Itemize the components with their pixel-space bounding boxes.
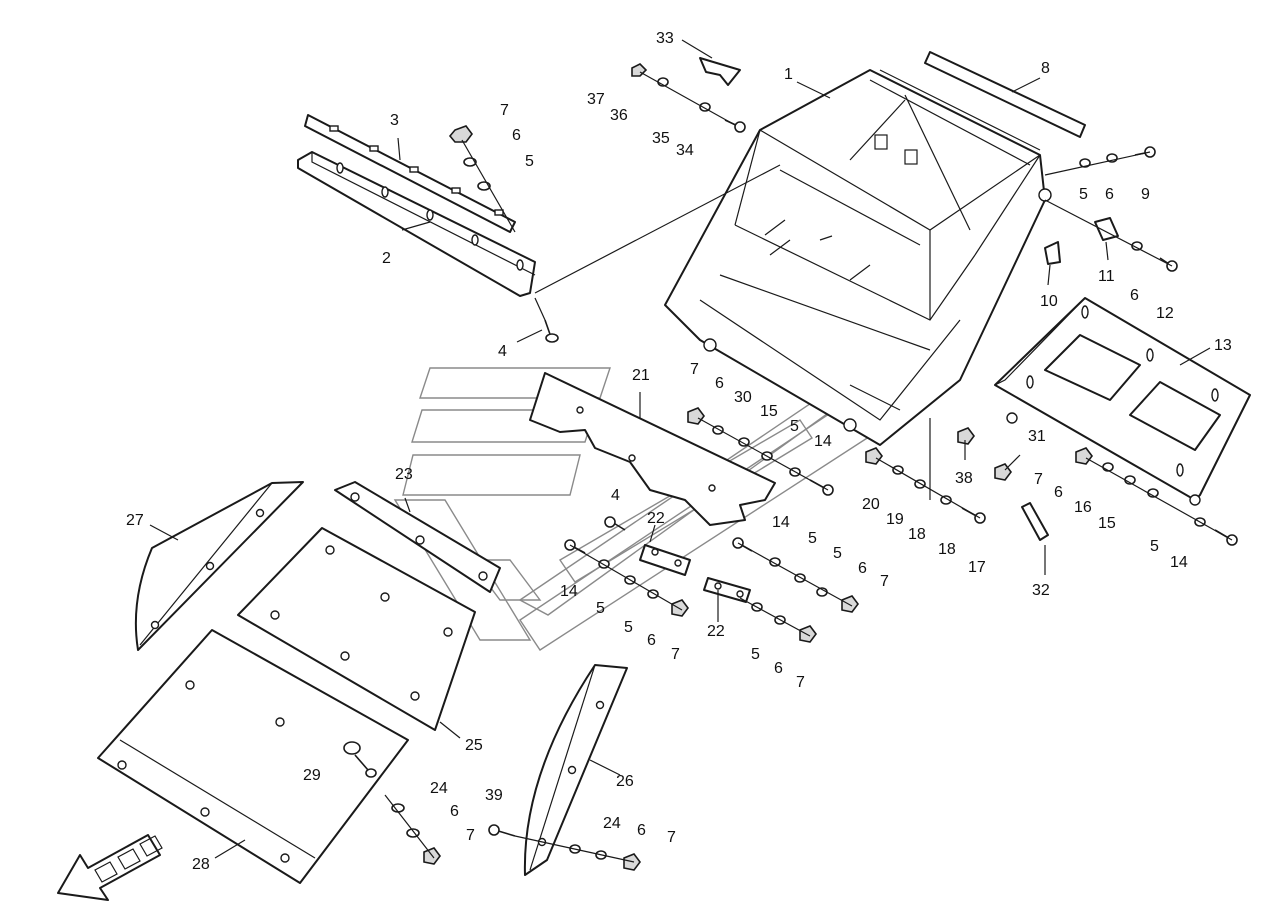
part-21-plate	[529, 372, 776, 526]
part-22-bracket-lower	[703, 577, 751, 603]
callout-label: 22	[707, 623, 725, 640]
callout-label: 9	[1141, 186, 1150, 203]
callout-label: 6	[647, 632, 656, 649]
part-2-angle-bar	[297, 151, 536, 297]
part-25-plate	[237, 527, 476, 731]
callout-label: 22	[647, 510, 665, 527]
part-26-side-wing	[523, 664, 628, 876]
callout-label: 13	[1214, 337, 1232, 354]
callout-label: 12	[1156, 305, 1174, 322]
callout-label: 14	[814, 433, 832, 450]
callout-label: 7	[1034, 471, 1043, 488]
callout-label: 18	[938, 541, 956, 558]
callout-label: 14	[772, 514, 790, 531]
callout-label: 31	[1028, 428, 1046, 445]
callout-label: 7	[690, 361, 699, 378]
part-10-clip	[1044, 241, 1061, 265]
part-28-plate	[97, 629, 409, 884]
callout-label: 7	[796, 674, 805, 691]
callout-label: 7	[671, 646, 680, 663]
callout-label: 7	[466, 827, 475, 844]
part-33-bracket	[699, 57, 741, 86]
callout-label: 33	[656, 30, 674, 47]
callout-label: 37	[587, 91, 605, 108]
callout-label: 38	[955, 470, 973, 487]
callout-label: 16	[1074, 499, 1092, 516]
callout-label: 15	[1098, 515, 1116, 532]
callout-label: 5	[596, 600, 605, 617]
callout-label: 6	[1054, 484, 1063, 501]
callout-label: 5	[624, 619, 633, 636]
callout-label: 20	[862, 496, 880, 513]
callout-label: 6	[450, 803, 459, 820]
callout-label: 11	[1098, 268, 1115, 285]
part-22-bracket-upper	[639, 544, 691, 576]
callout-label: 32	[1032, 582, 1050, 599]
part-8-rod	[924, 51, 1086, 138]
callout-label: 36	[610, 107, 628, 124]
callout-label: 8	[1041, 60, 1050, 77]
part-1-chute-frame	[664, 69, 1052, 446]
callout-label: 30	[734, 389, 752, 406]
callout-label: 1	[784, 66, 793, 83]
direction-arrow	[57, 834, 163, 901]
callout-label: 17	[968, 559, 986, 576]
callout-label: 6	[715, 375, 724, 392]
callout-label: 25	[465, 737, 483, 754]
part-27-side-wing	[134, 481, 304, 651]
callout-label: 7	[667, 829, 676, 846]
callout-label: 5	[790, 418, 799, 435]
callout-label: 24	[603, 815, 621, 832]
callout-leaders	[149, 39, 1211, 859]
callout-label: 4	[611, 487, 620, 504]
callout-label: 34	[676, 142, 694, 159]
callout-label: 14	[560, 583, 578, 600]
callout-label: 26	[616, 773, 634, 790]
callout-label: 2	[382, 250, 391, 267]
callout-label: 27	[126, 512, 144, 529]
callout-label: 14	[1170, 554, 1188, 571]
part-3-strip	[304, 114, 516, 233]
callout-label: 5	[808, 530, 817, 547]
callout-label: 6	[512, 127, 521, 144]
callout-label: 15	[760, 403, 778, 420]
callout-label: 35	[652, 130, 670, 147]
callout-labels: 1 2 3 4 5 6 7 8 9 5 6 10 11 6 12 13 33 3…	[126, 30, 1232, 873]
callout-label: 3	[390, 112, 399, 129]
callout-label: 23	[395, 466, 413, 483]
callout-label: 5	[833, 545, 842, 562]
part-13-plate	[994, 297, 1251, 506]
callout-label: 18	[908, 526, 926, 543]
fastener-hardware	[343, 63, 1238, 871]
callout-label: 39	[485, 787, 503, 804]
callout-label: 5	[1079, 186, 1088, 203]
callout-label: 10	[1040, 293, 1058, 310]
part-32-pin	[1021, 502, 1049, 541]
callout-label: 6	[637, 822, 646, 839]
callout-label: 6	[774, 660, 783, 677]
callout-label: 5	[751, 646, 760, 663]
callout-label: 7	[880, 573, 889, 590]
callout-label: 7	[500, 102, 509, 119]
callout-label: 6	[1130, 287, 1139, 304]
part-23-plate	[334, 481, 501, 593]
callout-label: 6	[858, 560, 867, 577]
callout-label: 29	[303, 767, 321, 784]
callout-label: 28	[192, 856, 210, 873]
callout-label: 6	[1105, 186, 1114, 203]
callout-label: 21	[632, 367, 650, 384]
callout-label: 5	[525, 153, 534, 170]
callout-label: 24	[430, 780, 448, 797]
callout-label: 5	[1150, 538, 1159, 555]
callout-label: 19	[886, 511, 904, 528]
callout-label: 4	[498, 343, 507, 360]
